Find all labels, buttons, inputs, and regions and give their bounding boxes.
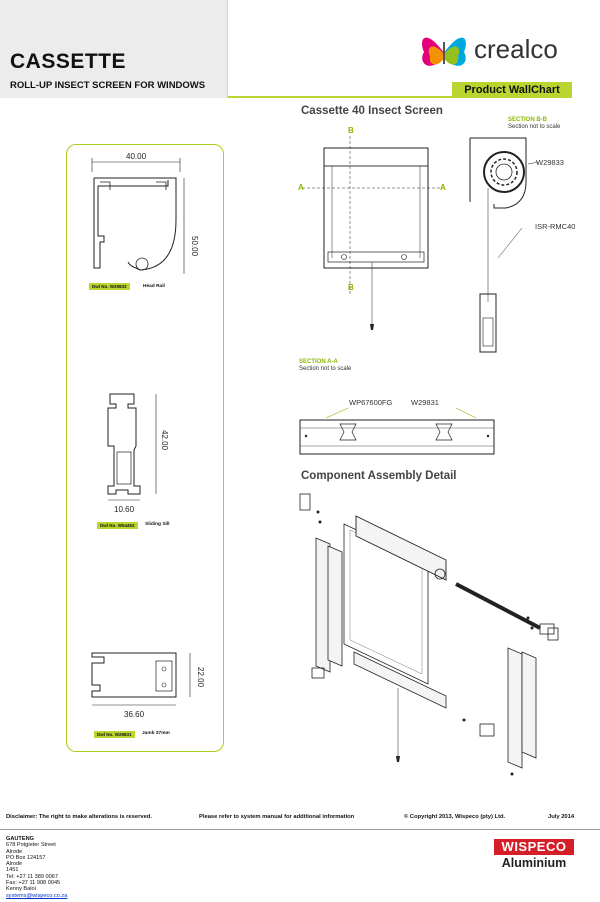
page-title: CASSETTE: [10, 50, 127, 73]
profiles-panel: [66, 144, 224, 752]
wispeco-logo-bottom: Aluminium: [501, 856, 567, 870]
contact-line: 678 Potgieter Street: [6, 842, 56, 849]
jamb-dwg-tag: Dwl No. W29831: [94, 731, 135, 738]
sliding-sill-dwg-tag: Dwl No. W54453: [97, 522, 138, 529]
contact-line: Kenny Baloi: [6, 886, 36, 893]
footer-manual-note: Please refer to system manual for additi…: [199, 814, 355, 820]
marker-a-right: A: [440, 183, 446, 192]
jamb-height: 22.00: [196, 667, 205, 688]
contact-line: Tel: +27 11 389 0067: [6, 873, 58, 880]
sliding-sill-height: 42.00: [160, 430, 169, 451]
footer-copyright: © Copyright 2013, Wispeco (pty) Ltd.: [404, 814, 506, 820]
assembly-exploded-drawing: [299, 493, 559, 776]
jamb-width: 36.60: [124, 710, 145, 719]
head-rail-caption: Head Rail: [143, 284, 165, 289]
marker-b-bottom: B: [348, 283, 354, 292]
cassette-front-elevation: B A A B: [298, 126, 446, 330]
section-bb-note: Section not to scale: [508, 124, 561, 130]
footer-divider: [0, 829, 600, 830]
sliding-sill-caption: Sliding Sill: [145, 522, 170, 527]
wispeco-logo: WISPECO Aluminium: [494, 839, 574, 873]
section-aa-label: SECTION A-A: [299, 359, 338, 365]
contact-line: PO Box 124157: [6, 854, 46, 861]
jamb-caption: Jamb 37mm: [142, 731, 170, 736]
butterfly-icon: [422, 37, 466, 66]
code-isr-rmc40: ISR-RMC40: [535, 222, 576, 231]
section-bb-drawing: [469, 137, 539, 353]
sliding-sill-width: 10.60: [114, 505, 135, 514]
head-rail-width: 40.00: [126, 152, 147, 161]
contact-email-link[interactable]: systems@wispeco.co.za: [6, 892, 68, 899]
jamb-profile-drawing: 22.00 36.60: [91, 652, 205, 719]
section-bb-label: SECTION B-B: [508, 117, 547, 123]
contact-region: GAUTENG: [6, 836, 34, 842]
contact-line: 1451: [6, 867, 19, 874]
section-aa-note: Section not to scale: [299, 366, 352, 372]
header-divider: [228, 96, 452, 98]
contact-line: Alrode: [6, 861, 23, 868]
head-rail-dwg-tag: Dwl No. W29833: [89, 283, 130, 290]
page-subtitle: ROLL-UP INSECT SCREEN FOR WINDOWS: [10, 80, 206, 91]
screen-section-title: Cassette 40 Insect Screen: [301, 105, 443, 117]
marker-b-top: B: [348, 126, 354, 135]
brand-name: crealco: [474, 34, 558, 64]
sliding-sill-profile-drawing: 42.00 10.60: [107, 393, 169, 514]
header-panel: [0, 0, 228, 98]
code-wp67600fg: WP67600FG: [349, 398, 393, 407]
contact-line: Fax: +27 11 908 0045: [6, 880, 61, 887]
wispeco-logo-top: WISPECO: [494, 839, 574, 855]
assembly-section-title: Component Assembly Detail: [301, 470, 457, 482]
contact-block: GAUTENG 678 Potgieter Street Alrode PO B…: [6, 836, 67, 899]
wallchart-badge: Product WallChart: [452, 82, 572, 98]
head-rail-height: 50.00: [190, 236, 199, 257]
contact-line: Alrode: [6, 848, 23, 855]
head-rail-profile-drawing: 40.00 50.00: [91, 152, 199, 274]
crealco-logo: crealco: [416, 28, 576, 78]
section-aa-drawing: [299, 407, 495, 455]
footer-date: July 2014: [548, 814, 575, 820]
code-w29833: W29833: [536, 158, 564, 167]
footer-disclaimer: Disclaimer: The right to make alteration…: [6, 814, 152, 820]
marker-a-left: A: [298, 183, 304, 192]
code-w29831: W29831: [411, 398, 439, 407]
